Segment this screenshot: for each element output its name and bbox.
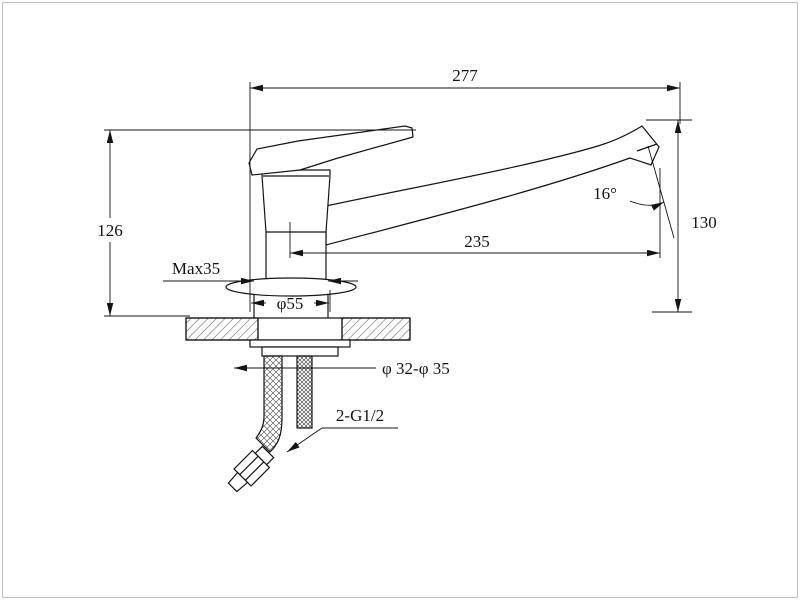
- lever-handle: [248, 125, 414, 176]
- mounting-stud: [296, 355, 313, 429]
- dim-label-277: 277: [452, 66, 478, 85]
- dim-label-130: 130: [691, 213, 717, 232]
- dim-label-16deg: 16°: [593, 184, 617, 203]
- dim-label-126: 126: [97, 221, 123, 240]
- dim-aerator-angle: 16°: [593, 145, 675, 239]
- dim-inlet-thread: 2-G1/2: [286, 406, 398, 453]
- faucet-body: [261, 169, 331, 285]
- dim-label-235: 235: [464, 232, 490, 251]
- dim-label-max35: Max35: [172, 259, 220, 278]
- dim-overall-reach: 277: [249, 66, 681, 312]
- dim-hole-diameter: φ 32-φ 35: [234, 359, 450, 378]
- dim-label-phi32-35: φ 32-φ 35: [382, 359, 450, 378]
- dim-spout-reach: 235: [289, 168, 661, 258]
- spout: [325, 125, 660, 246]
- dim-spout-height: 130: [646, 119, 717, 313]
- hose-fitting: [227, 445, 275, 493]
- aerator-joint-line: [636, 143, 658, 152]
- dim-label-2g12: 2-G1/2: [336, 406, 384, 425]
- mounting-washer-nut: [249, 339, 351, 357]
- dim-max-deck-thickness: Max35: [163, 259, 358, 285]
- countertop-section: [185, 317, 411, 341]
- supply-hose: [255, 355, 283, 453]
- base-flange: [225, 277, 357, 318]
- dim-base-diameter: φ55: [251, 290, 331, 313]
- dim-height-to-handle: 126: [97, 129, 416, 317]
- dim-label-phi55: φ55: [277, 294, 304, 313]
